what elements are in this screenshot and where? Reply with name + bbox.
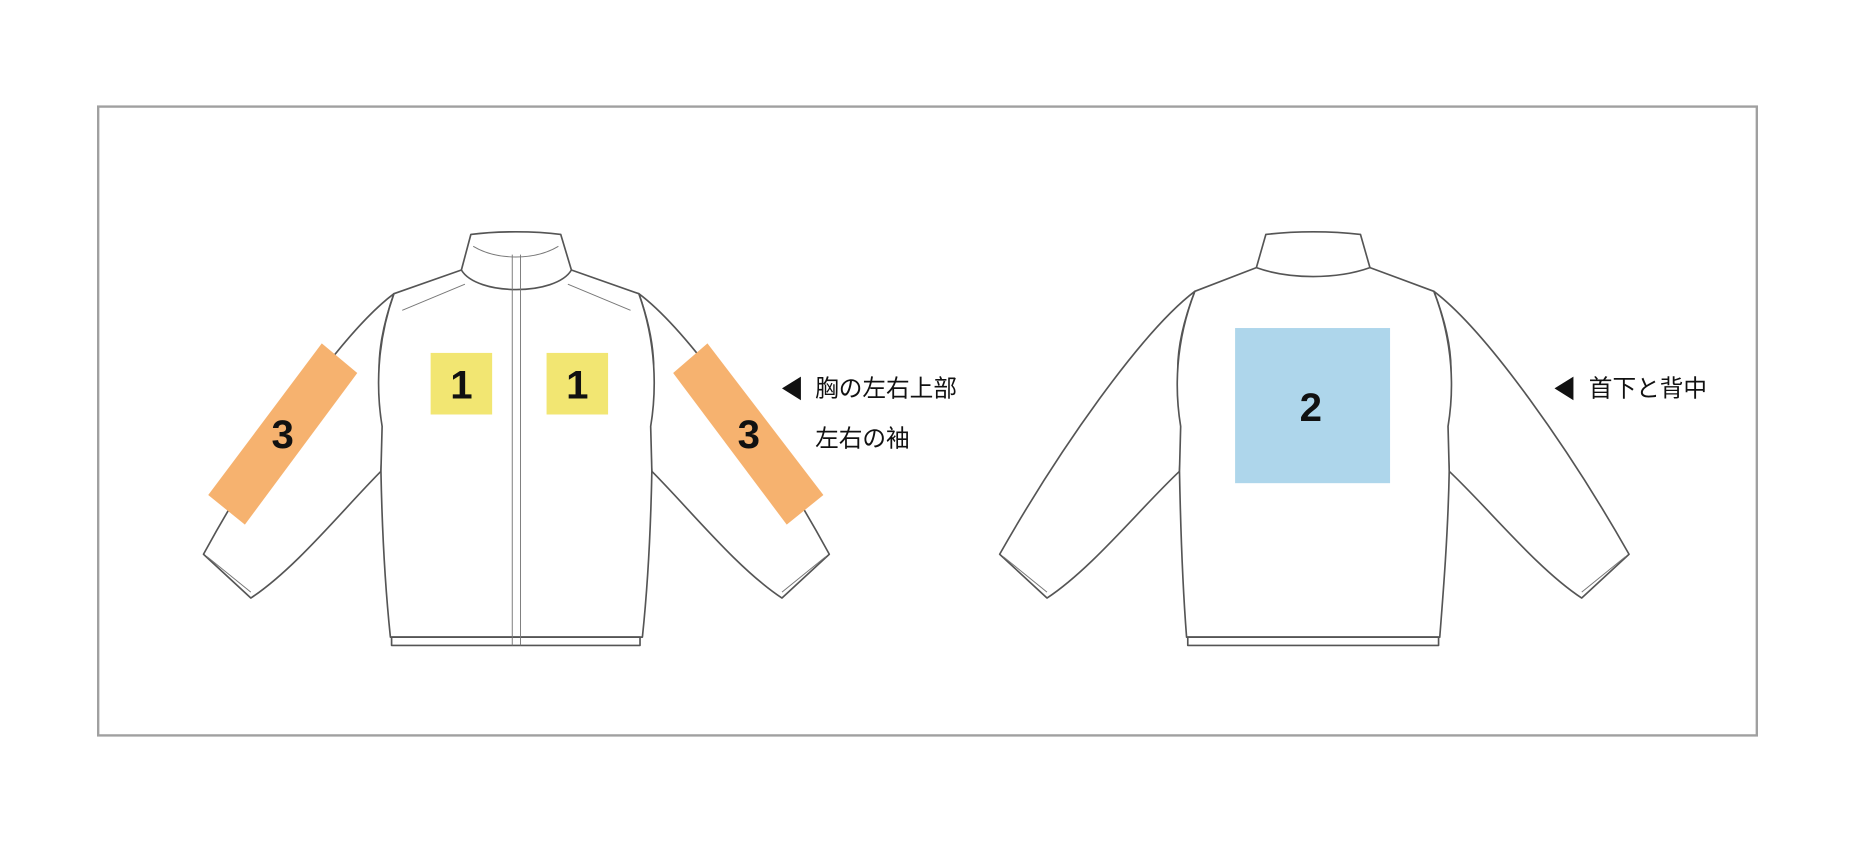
- zone-chest-left-number: 1: [450, 362, 472, 407]
- zone-sleeve-left: [208, 343, 358, 525]
- triangle-left-icon: [1554, 376, 1574, 401]
- zone-back-number: 2: [1300, 385, 1322, 430]
- frame: [97, 105, 1758, 737]
- zone-sleeve-left-number: 3: [272, 412, 294, 457]
- zone-back: [1235, 328, 1391, 484]
- back-left-sleeve: [998, 290, 1196, 599]
- front-hem-band: [390, 636, 641, 647]
- back-collar: [1255, 230, 1371, 278]
- zone-sleeve-right: [673, 343, 824, 525]
- zone-chest-right: [546, 352, 609, 415]
- front-label-chest: 胸の左右上部: [815, 375, 957, 403]
- zone-chest-left: [430, 352, 493, 415]
- zone-chest-right-number: 1: [566, 362, 588, 407]
- front-body: [377, 269, 656, 638]
- triangle-left-icon: [781, 376, 801, 401]
- front-collar: [460, 230, 573, 291]
- zone-sleeve-right-number: 3: [738, 412, 760, 457]
- back-right-sleeve: [1433, 290, 1630, 599]
- back-hem-band: [1186, 636, 1440, 647]
- back-label: 首下と背中: [1589, 375, 1707, 403]
- front-label-sleeve: 左右の袖: [815, 424, 910, 452]
